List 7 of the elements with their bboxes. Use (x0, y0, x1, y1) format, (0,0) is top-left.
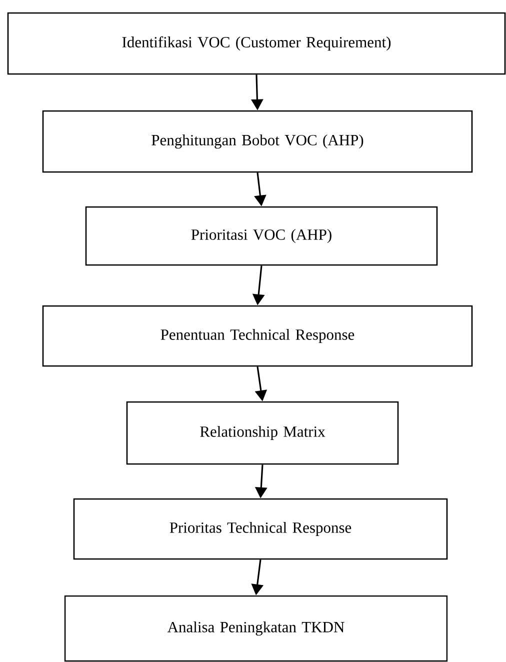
process-box: Penentuan Technical Response (42, 305, 473, 367)
process-box: Identifikasi VOC (Customer Requirement) (7, 12, 506, 75)
process-box: Analisa Peningkatan TKDN (64, 595, 448, 662)
process-box: Prioritas Technical Response (73, 498, 448, 560)
process-box: Prioritasi VOC (AHP) (85, 206, 438, 266)
process-box: Penghitungan Bobot VOC (AHP) (42, 110, 473, 173)
process-box: Relationship Matrix (126, 401, 399, 465)
